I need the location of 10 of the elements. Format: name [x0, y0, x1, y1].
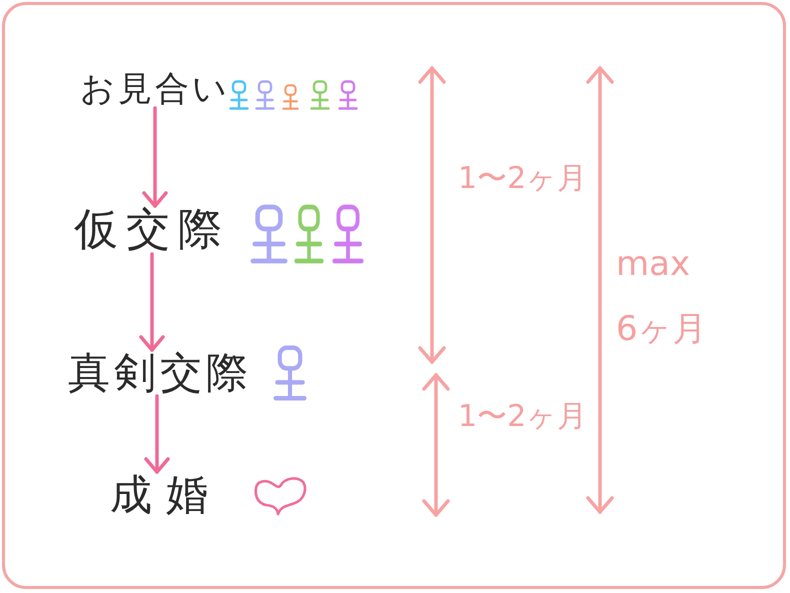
stage-label: 成婚 — [110, 474, 222, 516]
stage-label: 仮交際 — [74, 208, 230, 252]
arrow — [144, 394, 170, 474]
arrow — [142, 106, 168, 208]
stage-label: お見合い — [80, 72, 230, 106]
duration-label: 1〜2ヶ月 — [458, 400, 588, 433]
duration-label: 1〜2ヶ月 — [458, 162, 588, 195]
arrow — [139, 252, 165, 352]
duration-label: max 6ヶ月 — [616, 243, 707, 351]
stage-label: 真剣交際 — [68, 352, 252, 394]
